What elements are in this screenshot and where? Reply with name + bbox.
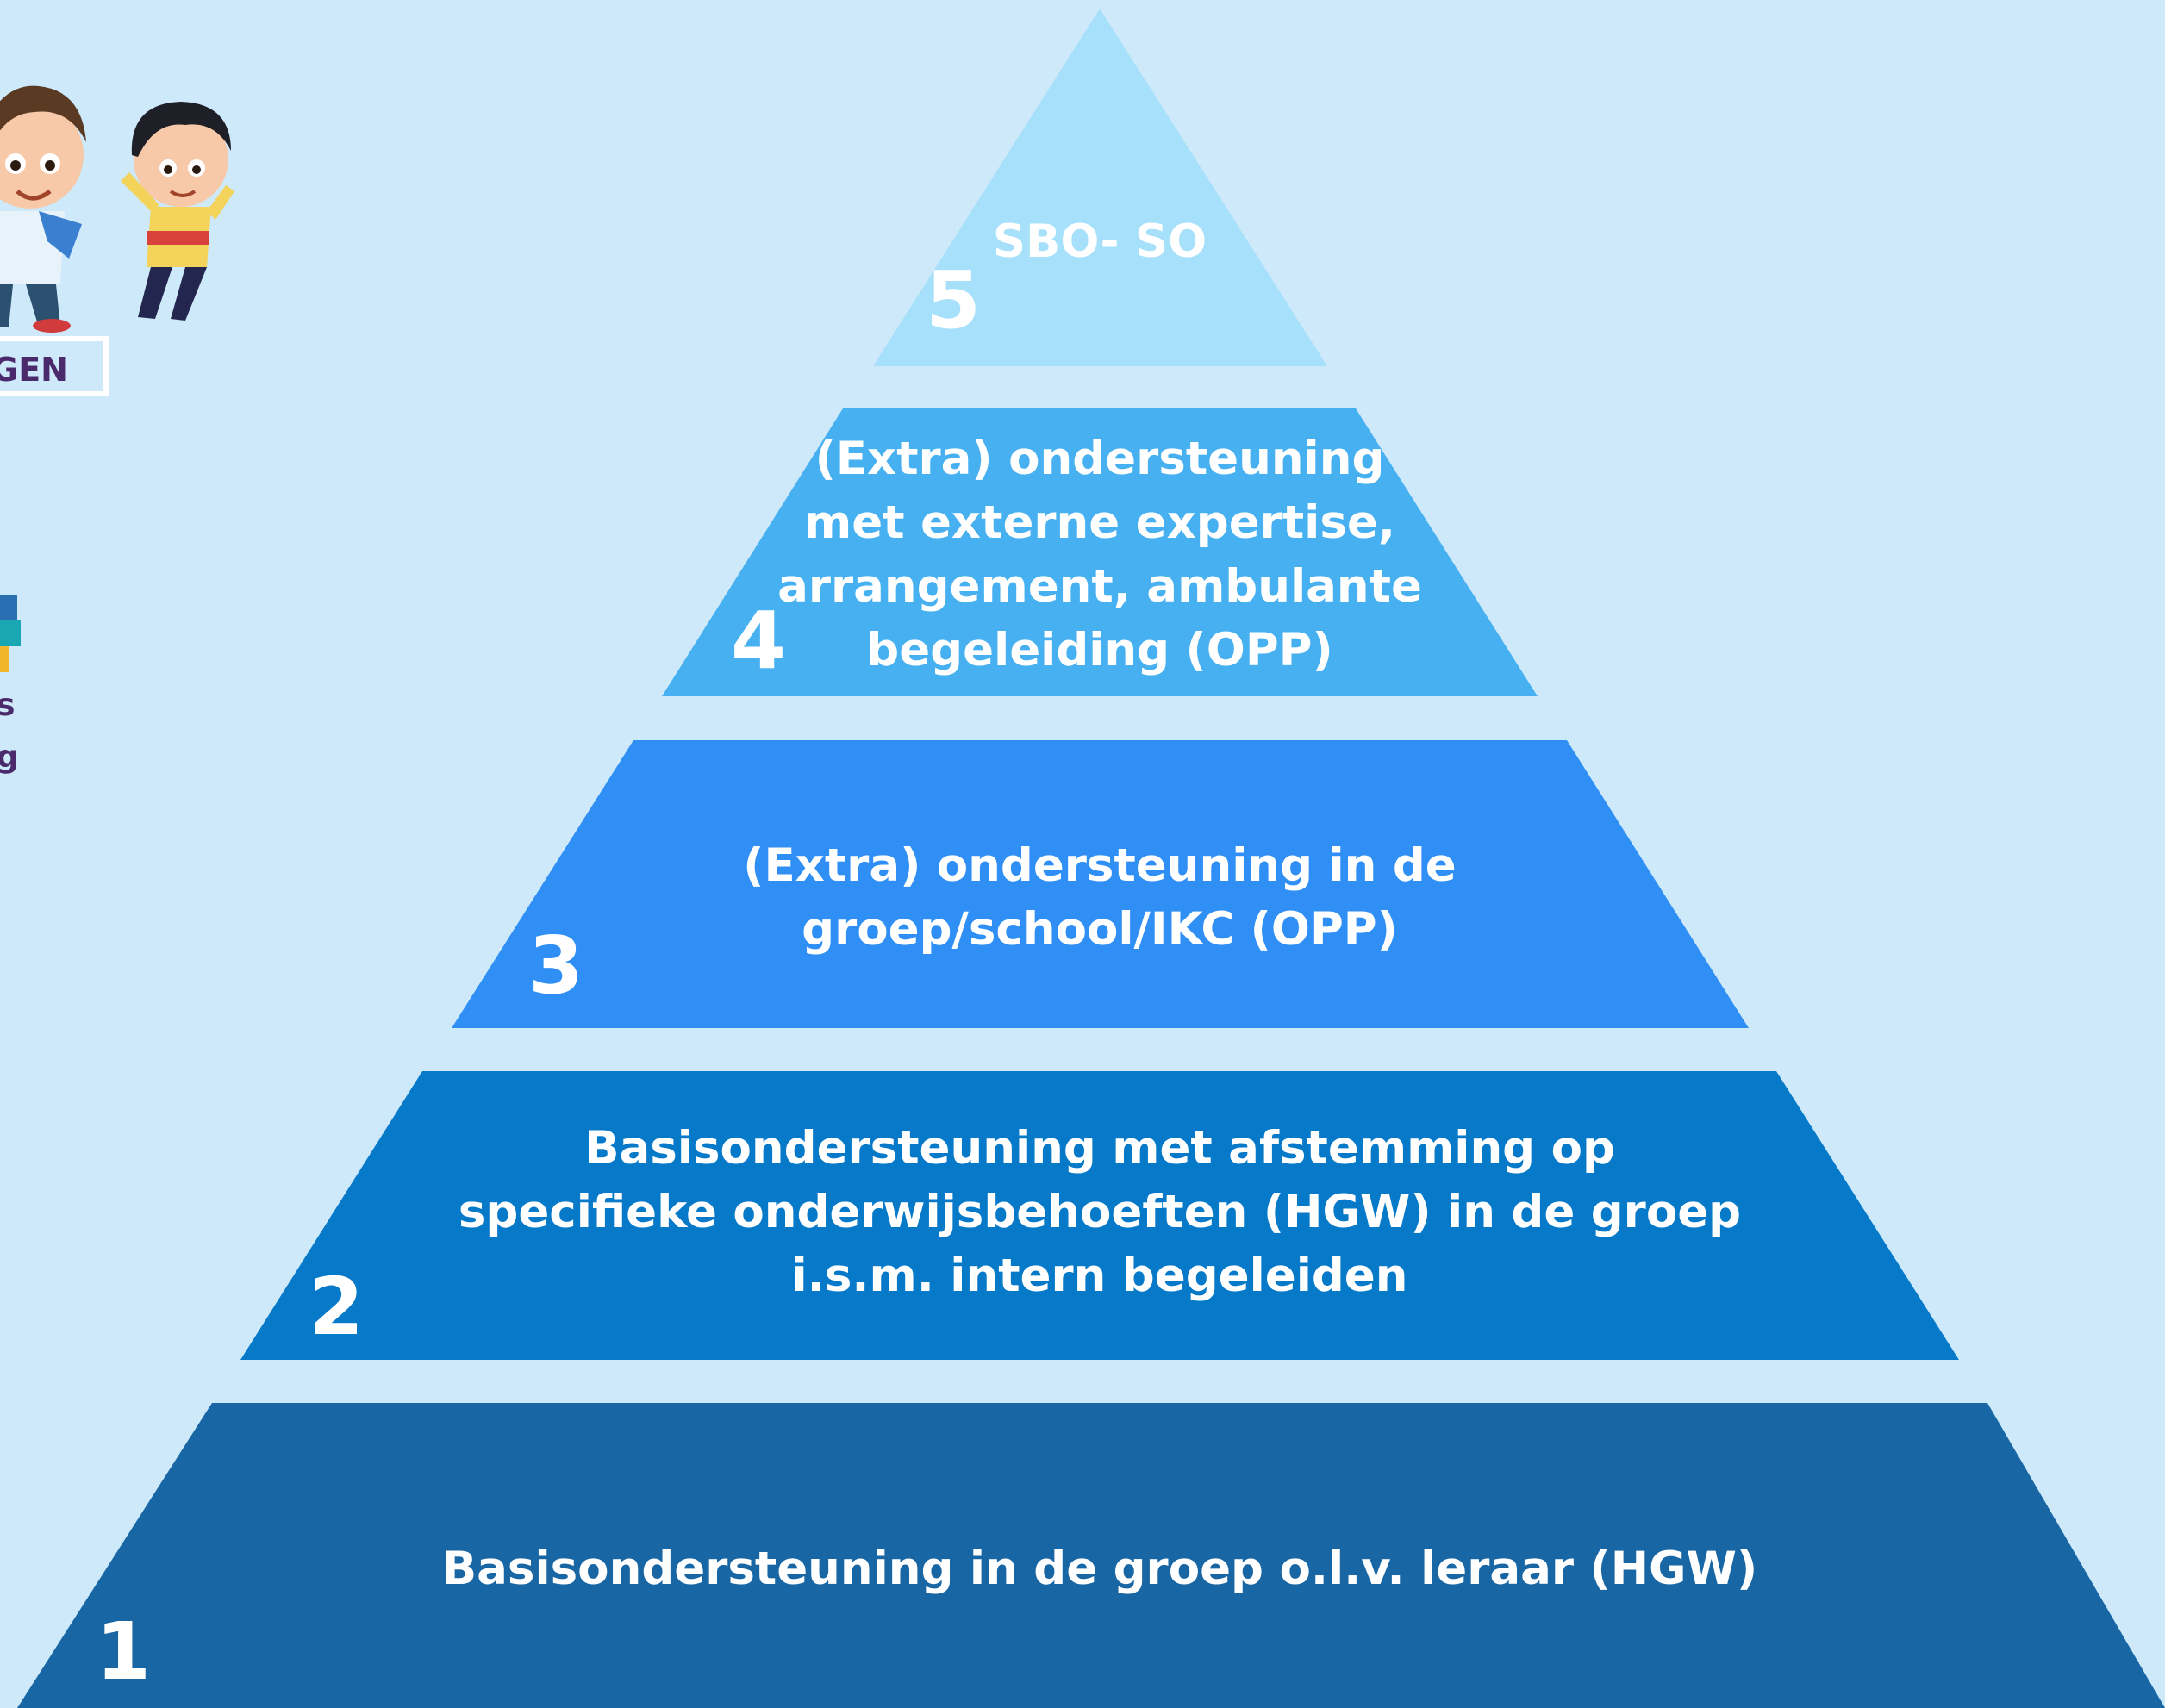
tier-shape [452, 740, 1749, 1028]
pyramid-tier-4: (Extra) ondersteuning met externe experti… [662, 408, 1538, 696]
tier-label-line: Basisondersteuning in de groep o.l.v. le… [442, 1543, 1757, 1595]
tier-label-line: begeleiding (OPP) [866, 624, 1332, 676]
tier-label-line: SBO- SO [993, 215, 1207, 268]
kids-illustration [0, 85, 234, 333]
tier-label-line: groep/school/IKC (OPP) [802, 903, 1398, 956]
tier-label-line: Basisondersteuning met afstemming op [584, 1122, 1615, 1175]
pyramid: SBO- SO5 (Extra) ondersteuning met externe… [17, 9, 2165, 1708]
kid-right-icon [121, 102, 234, 321]
tier-number: 1 [96, 1605, 151, 1698]
left-text-line-1: s [0, 688, 15, 723]
tier-number: 2 [309, 1261, 364, 1353]
kid-left-icon [0, 85, 86, 333]
block-icon [0, 595, 17, 620]
tier-label-line: met externe expertise, [804, 496, 1395, 549]
tier-shape [873, 9, 1327, 366]
tier-label-line: (Extra) ondersteuning [815, 433, 1385, 485]
tier-shape [662, 408, 1538, 696]
left-icon-group: s g [0, 595, 21, 775]
left-label-box: GEN [0, 336, 109, 396]
tier-shape [240, 1071, 1959, 1360]
tier-shape [17, 1403, 2165, 1708]
pyramid-tier-1: Basisondersteuning in de groep o.l.v. le… [17, 1403, 2165, 1708]
pyramid-tier-2: Basisondersteuning met afstemming op spec… [240, 1071, 1959, 1360]
tier-label-line: (Extra) ondersteuning in de [743, 839, 1457, 892]
tier-label-line: specifieke onderwijsbehoeften (HGW) in d… [459, 1186, 1741, 1238]
tier-number: 5 [926, 254, 981, 346]
tier-number: 4 [731, 595, 786, 687]
left-box-label: GEN [0, 351, 68, 389]
tier-label-line: arrangement, ambulante [777, 560, 1422, 613]
pyramid-tier-5: SBO- SO5 [873, 9, 1327, 366]
left-text-line-2: g [0, 739, 19, 775]
tier-label-line: i.s.m. intern begeleiden [792, 1250, 1408, 1302]
tier-number: 3 [528, 919, 583, 1012]
pyramid-tier-3: (Extra) ondersteuning in de groep/school/… [452, 740, 1749, 1028]
